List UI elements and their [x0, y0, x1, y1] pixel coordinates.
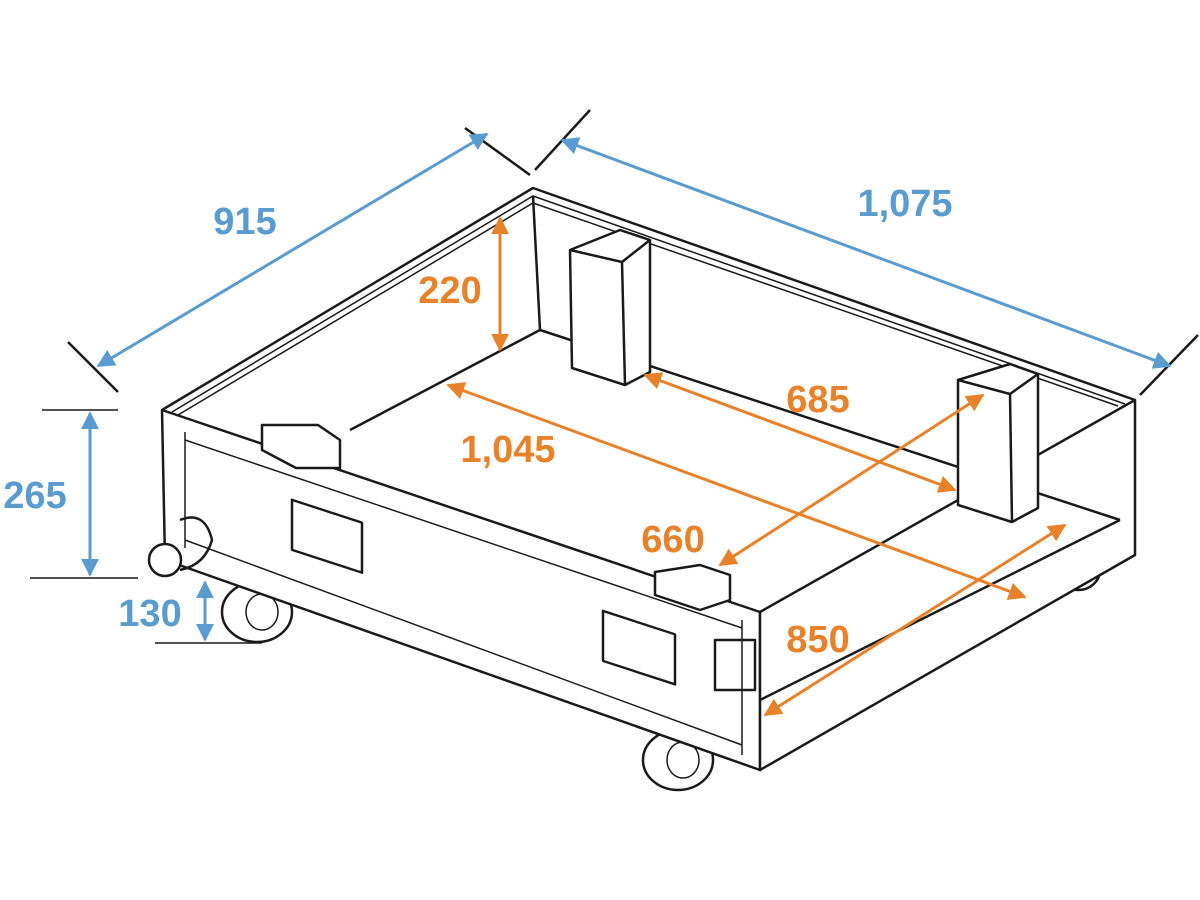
handle-left — [290, 498, 364, 574]
label-inner-height: 220 — [418, 270, 481, 312]
label-height: 265 — [3, 475, 66, 517]
label-between-blocks: 685 — [786, 379, 849, 421]
label-depth: 915 — [213, 201, 276, 243]
label-width: 1,075 — [857, 183, 952, 225]
label-block-diagonal: 660 — [641, 519, 704, 561]
inner-dimensions: 220 685 1,045 660 850 — [418, 216, 1067, 717]
latch-side — [713, 638, 757, 692]
handle-right — [601, 609, 677, 686]
label-inner-depth: 850 — [786, 619, 849, 661]
label-wheel-height: 130 — [118, 593, 181, 635]
dim-line-inner-depth — [763, 523, 1067, 717]
dim-line-width — [560, 137, 1172, 369]
support-block-right — [956, 362, 1040, 524]
label-inner-length: 1,045 — [460, 429, 555, 471]
outer-dimensions: 915 1,075 265 130 — [3, 109, 1199, 644]
latch-left — [260, 423, 342, 470]
case-right-face — [758, 398, 1137, 772]
dim-line-depth — [96, 132, 489, 368]
corner-ball — [147, 542, 183, 578]
support-block-left — [568, 228, 652, 387]
case-drawing — [147, 186, 1137, 792]
